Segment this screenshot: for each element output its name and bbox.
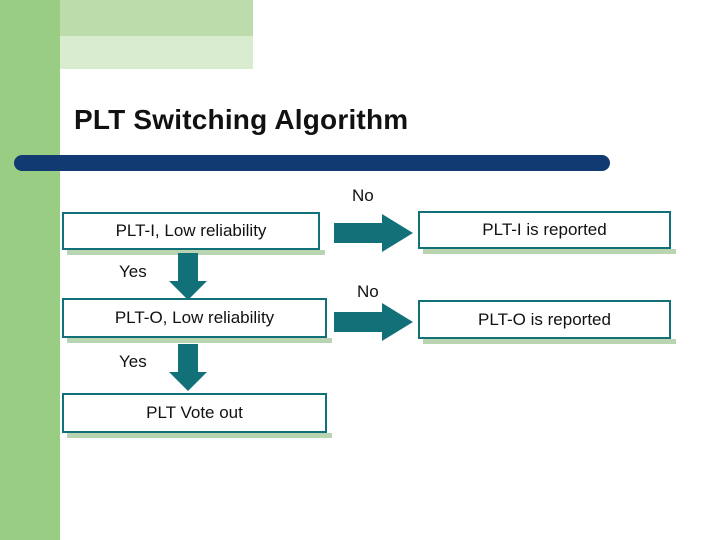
arrow-down-yes-2 (168, 344, 208, 392)
box-shadow-plt-o-low (67, 338, 332, 343)
node-plt-i-low: PLT-I, Low reliability (62, 212, 320, 250)
node-plt-i-reported: PLT-I is reported (418, 211, 671, 249)
node-plt-o-reported: PLT-O is reported (418, 300, 671, 339)
arrow-right-no-1 (334, 213, 414, 253)
top-accent-band-secondary (60, 36, 253, 69)
box-shadow-plt-i-low (67, 250, 325, 255)
box-shadow-plt-i-reported (423, 249, 676, 254)
title-underline-bar (14, 155, 610, 171)
edge-label-yes-1: Yes (119, 262, 147, 281)
box-shadow-plt-vote-out (67, 433, 332, 438)
node-plt-vote-out: PLT Vote out (62, 393, 327, 433)
left-accent-band (0, 0, 60, 540)
edge-label-no-1: No (352, 186, 374, 205)
edge-label-no-2: No (357, 282, 379, 301)
node-plt-o-low: PLT-O, Low reliability (62, 298, 327, 338)
arrow-down-yes-1 (168, 253, 208, 301)
page-title: PLT Switching Algorithm (74, 104, 409, 135)
box-shadow-plt-o-reported (423, 339, 676, 344)
arrow-right-no-2 (334, 302, 414, 342)
edge-label-yes-2: Yes (119, 352, 147, 371)
